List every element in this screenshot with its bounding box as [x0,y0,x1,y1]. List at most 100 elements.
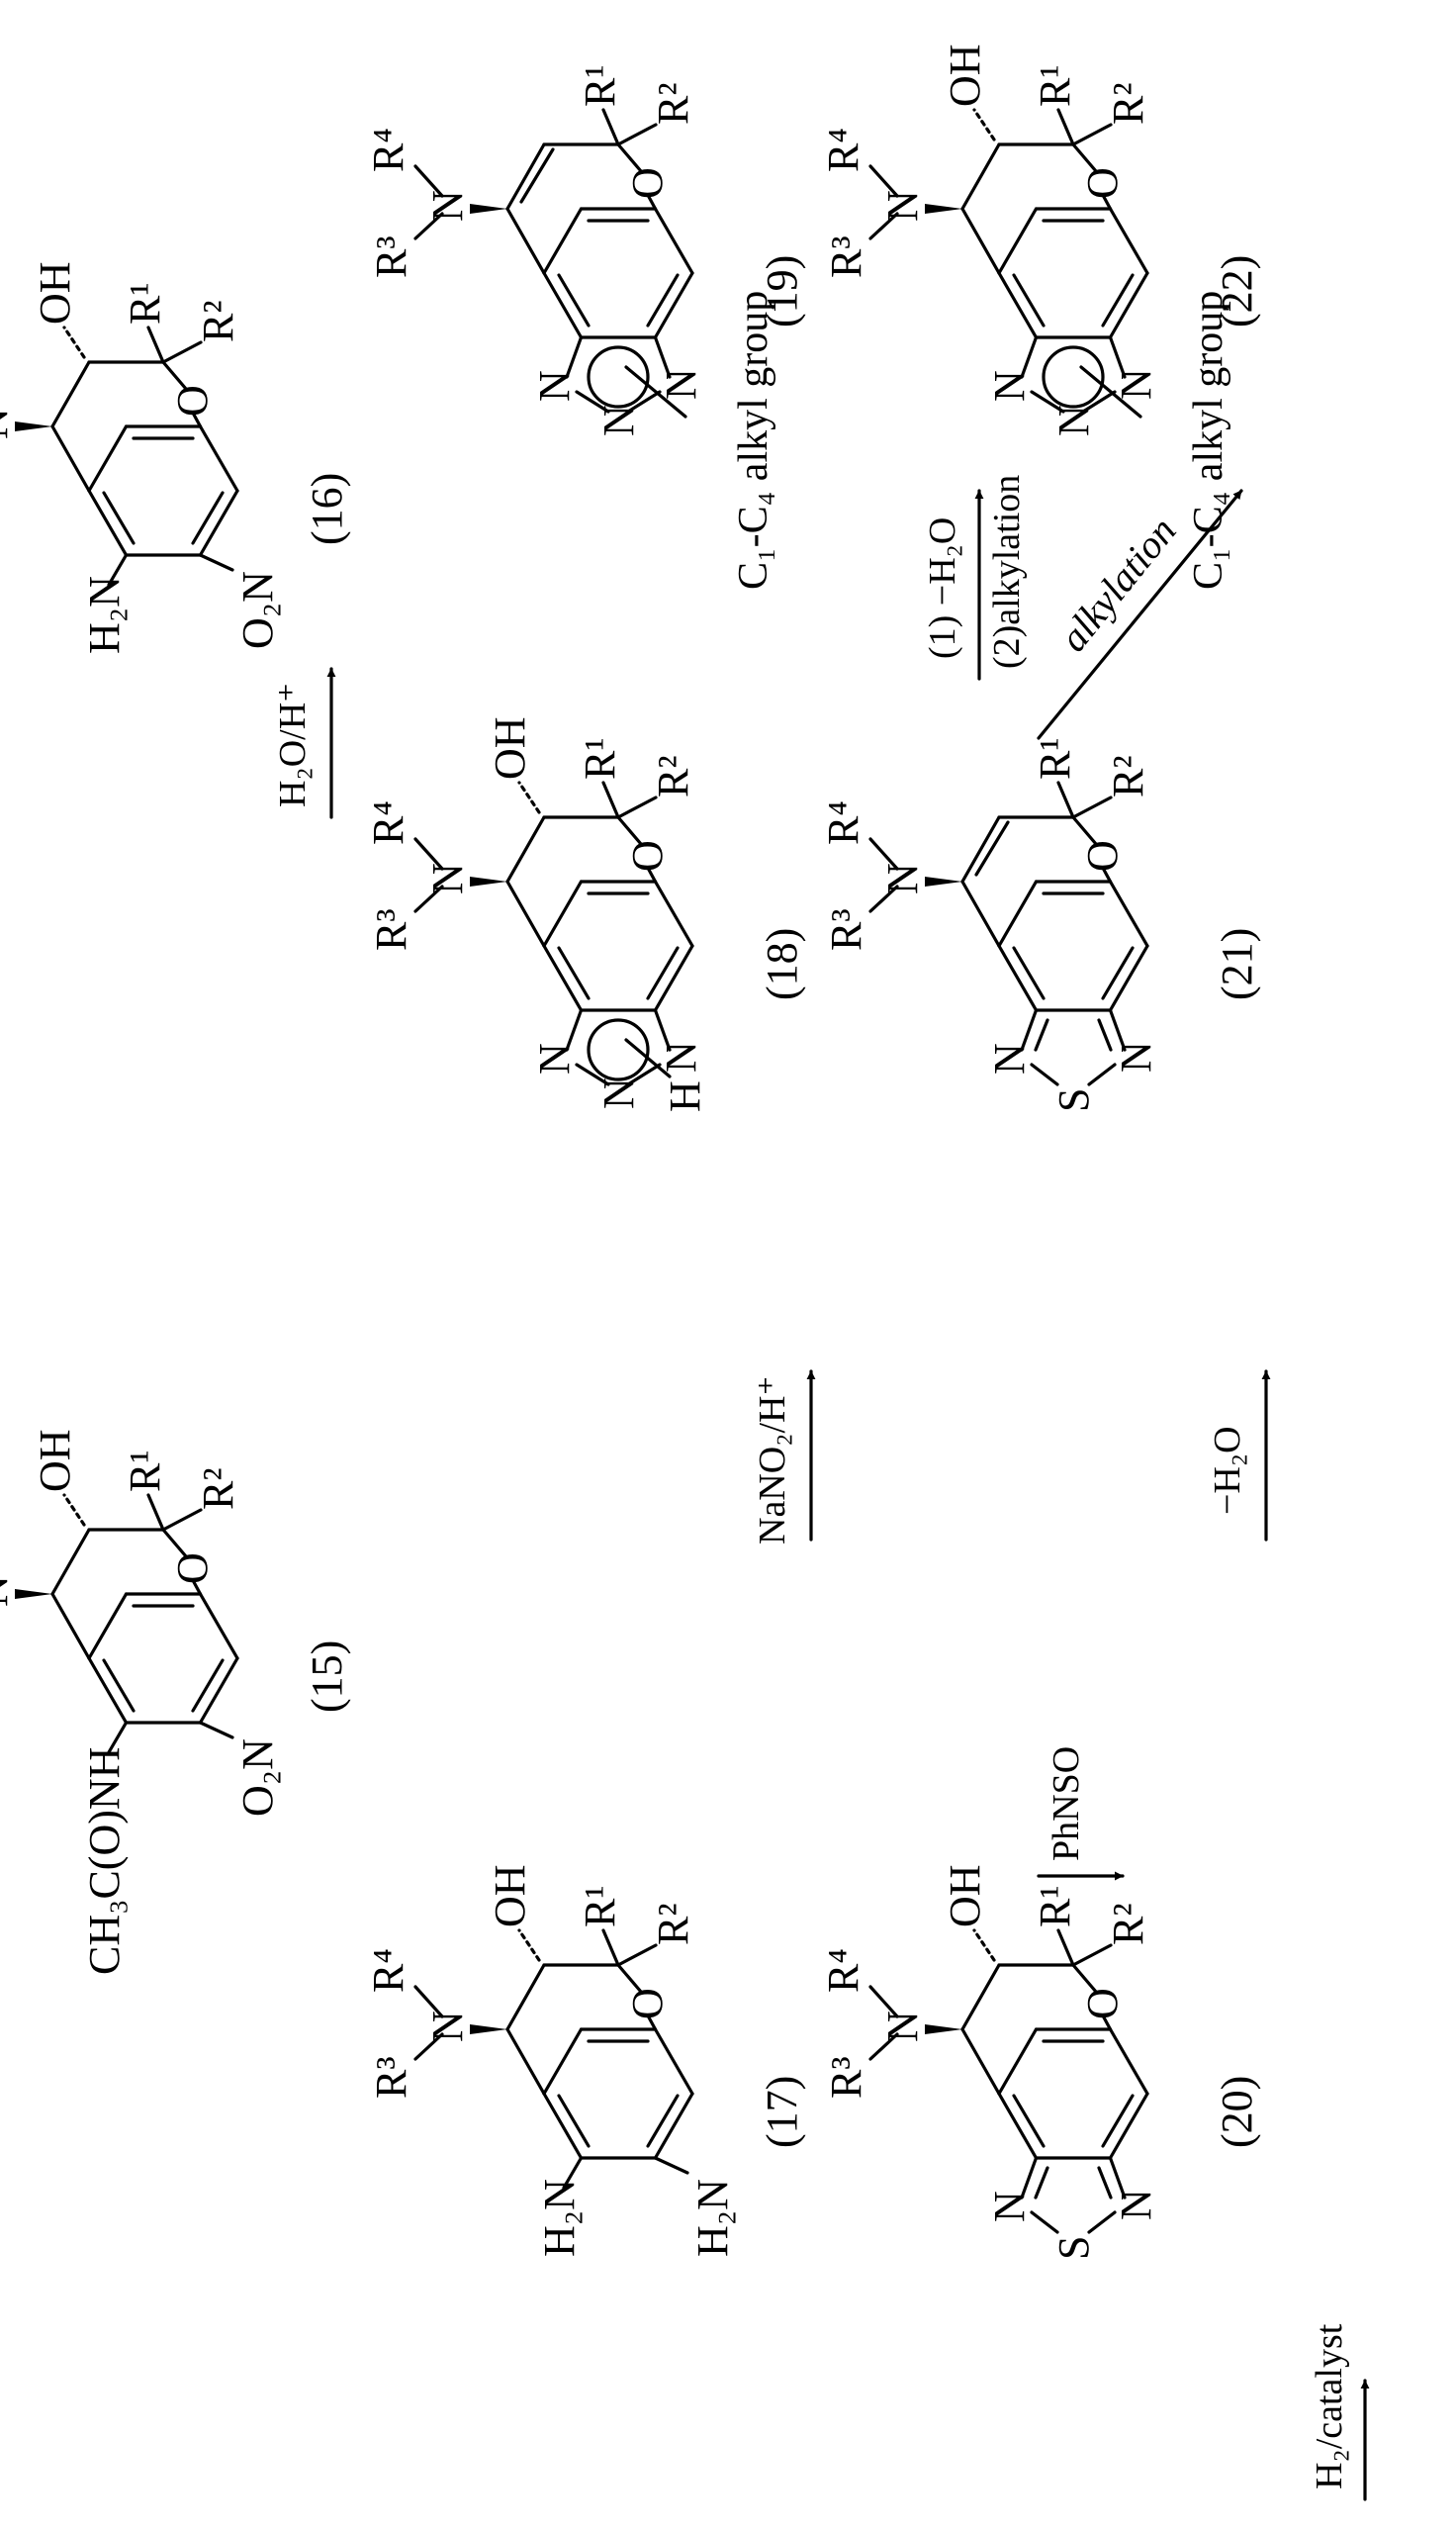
reagent-h2o-h: H₂O/H⁺ [272,683,314,807]
atom-r1: R¹ [576,737,624,780]
atom-r2: R² [1104,82,1152,125]
atom-n: N [878,2011,927,2042]
alkyl-group-label: C₁-C₄ alkyl group [1186,291,1231,590]
compound-20: N S N N R³ R⁴ OH R¹ R² O (20) [819,1864,1261,2260]
compound-17: N R³ R⁴ OH R¹ R² O H₂N H₂N (17) [364,1864,806,2257]
atom-oh: OH [31,261,79,325]
compound-19: N N N N R³ R⁴ R¹ R² O (19) C₁-C₄ alkyl g… [364,64,806,590]
atom-r3: R³ [367,2056,415,2099]
atom-r1: R¹ [576,64,624,107]
arrow-dehydrate-alkylate: (1) −H₂O (2)alkylation [922,475,1028,679]
atom-r3: R³ [367,235,415,278]
ring-atom-n1: N [985,2191,1034,2222]
atom-n: N [423,863,472,894]
substituent-a: H₂N [80,576,129,654]
atom-oh: OH [941,44,989,107]
compound-label: (21) [1213,928,1261,1000]
ring-atom-n1: N [985,370,1034,402]
atom-r3: R³ [822,2056,870,2099]
compound-label: (15) [303,1640,351,1713]
ring-atom-n2: N [1112,2189,1160,2220]
atom-r4: R⁴ [364,800,412,845]
ring-atom-n2: N [594,405,643,436]
atom-n: N [423,190,472,222]
atom-r1: R¹ [121,282,169,325]
arrow-phnso: PhNSO [1039,1746,1123,1876]
substituent-a: H₂N [535,2179,584,2257]
atom-r1: R¹ [1031,64,1079,107]
atom-r2: R² [1104,1903,1152,1945]
ring-atom-n3: N [657,1041,705,1073]
atom-n: N [878,863,927,894]
reagent-h2-catalyst: H₂/catalyst [1309,2323,1350,2489]
ring-atom-n3: N [1112,368,1160,400]
reagent-nano2-h: NaNO₂/H⁺ [752,1376,793,1546]
atom-n: N [878,190,927,222]
arrow-nano2: NaNO₂/H⁺ [752,1371,811,1545]
atom-r2: R² [649,1903,697,1945]
ring-atom-n1: N [530,370,579,402]
ring-atom-n1: N [530,1043,579,1075]
reagent-minus-h2o: −H₂O [1207,1426,1248,1515]
reagent-alkylation-2: (2)alkylation [986,475,1028,669]
atom-r2: R² [194,300,242,342]
arrow-minus-h2o: −H₂O [1207,1371,1266,1540]
atom-oh: OH [486,716,534,780]
substituent-a: CH₃C(O)NH [80,1747,129,1975]
reagent-phnso: PhNSO [1046,1746,1087,1861]
atom-r3: R³ [367,908,415,951]
atom-r1: R¹ [576,1885,624,1927]
ring-atom-n2: N [1049,405,1098,436]
ring-atom-n2: N [1112,1041,1160,1073]
substituent-b: O₂N [233,1738,282,1817]
compound-16: N R³ R⁴ OH R¹ R² O H₂N O₂N (16) [0,261,351,654]
atom-oh: OH [31,1429,79,1492]
atom-r1: R¹ [1031,737,1079,780]
atom-o: O [1078,840,1127,872]
atom-o: O [623,167,672,199]
compound-label: (18) [758,928,806,1000]
atom-r1: R¹ [1031,1885,1079,1927]
atom-o: O [1078,1988,1127,2019]
atom-o: O [168,1552,217,1584]
compound-18: N N N H N R³ R⁴ OH R¹ R² O (18) [364,716,806,1112]
atom-o: O [623,1988,672,2019]
atom-o: O [623,840,672,872]
atom-r3: R³ [822,908,870,951]
ring-atom-s: S [1049,1088,1098,1112]
reagent-dehydrate: (1) −H₂O [922,517,963,659]
atom-oh: OH [486,1864,534,1927]
atom-n: N [423,2011,472,2042]
atom-n: N [0,408,17,439]
compound-label: (17) [758,2076,806,2148]
atom-r4: R⁴ [819,128,867,172]
compound-label: (16) [303,473,351,545]
ring-atom-n1: N [985,1043,1034,1075]
atom-r2: R² [649,82,697,125]
compound-15: N R³ R⁴ OH R¹ R² O CH₃C(O)NH O₂N (15) [0,1429,351,1975]
atom-n: N [0,1575,17,1607]
atom-r2: R² [1104,755,1152,797]
ring-atom-n2: N [594,1077,643,1109]
atom-o: O [1078,167,1127,199]
atom-r4: R⁴ [364,1948,412,1993]
arrow-h2o-h: H₂O/H⁺ [272,669,331,817]
ring-atom-s: S [1049,2236,1098,2260]
atom-oh: OH [941,1864,989,1927]
atom-r2: R² [194,1467,242,1510]
ring-atom-h: H [661,1080,709,1112]
compound-21: N S N N R³ R⁴ R¹ R² O (21) [819,737,1261,1112]
arrow-h2-catalyst: H₂/catalyst [1309,2323,1365,2499]
alkyl-group-label: C₁-C₄ alkyl group [731,291,776,590]
atom-r3: R³ [822,235,870,278]
atom-r4: R⁴ [819,1948,867,1993]
ring-atom-n3: N [657,368,705,400]
compound-22: N N N N R³ R⁴ OH R¹ R² O (22) C₁-C₄ alky… [819,44,1261,590]
atom-r4: R⁴ [819,800,867,845]
atom-o: O [168,385,217,417]
atom-r4: R⁴ [364,128,412,172]
atom-r2: R² [649,755,697,797]
substituent-b: H₂N [688,2179,737,2257]
